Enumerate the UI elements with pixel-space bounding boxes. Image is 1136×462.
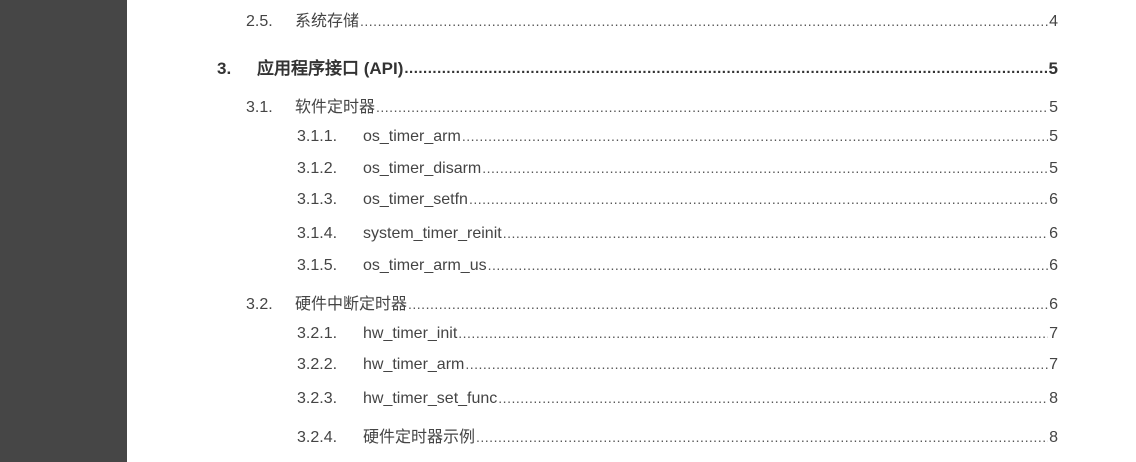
toc-entry-title: os_timer_arm_us: [363, 257, 487, 274]
dot-leader: [458, 322, 1048, 338]
toc-entry-number: 3.1.3.: [297, 191, 338, 208]
dot-leader: [360, 10, 1048, 26]
toc-entry-number: 3.2.1.: [297, 325, 338, 342]
toc-entry-title: 系统存储: [295, 13, 360, 30]
toc-entry-number: 3.: [217, 59, 232, 78]
toc-entry-3-2-4[interactable]: 3.2.4. 硬件定时器示例 8: [297, 423, 1058, 447]
toc-entry-3-1-2[interactable]: 3.1.2. os_timer_disarm 5: [297, 157, 1058, 178]
toc-entry-title: hw_timer_init: [363, 325, 458, 342]
toc-entry-page: 7: [1049, 356, 1058, 373]
dot-leader: [488, 254, 1048, 270]
toc-entry-title: os_timer_setfn: [363, 191, 468, 208]
toc-entry-page: 6: [1049, 191, 1058, 208]
toc-entry-title: system_timer_reinit: [363, 225, 502, 242]
toc-entry-number: 3.2.4.: [297, 429, 338, 446]
toc-entry-page: 5: [1049, 160, 1058, 177]
toc-entry-page: 8: [1049, 390, 1058, 407]
toc-entry-3-1-3[interactable]: 3.1.3. os_timer_setfn 6: [297, 188, 1058, 209]
toc-entry-3-1-1[interactable]: 3.1.1. os_timer_arm 5: [297, 125, 1058, 146]
toc-entry-title: 软件定时器: [295, 99, 376, 116]
toc-entry-page: 7: [1049, 325, 1058, 342]
toc-entry-number: 3.1.5.: [297, 257, 338, 274]
toc-entry-number: 3.2.3.: [297, 390, 338, 407]
dot-leader: [404, 57, 1047, 74]
toc-entry-title: hw_timer_set_func: [363, 390, 498, 407]
toc-entry-number: 2.5.: [246, 13, 273, 30]
dot-leader: [503, 222, 1048, 238]
dot-leader: [465, 353, 1048, 369]
toc-entry-3-2-3[interactable]: 3.2.3. hw_timer_set_func 8: [297, 387, 1058, 408]
toc-entry-page: 5: [1049, 128, 1058, 145]
toc-entry-3-2-2[interactable]: 3.2.2. hw_timer_arm 7: [297, 353, 1058, 374]
toc-entry-3-1-4[interactable]: 3.1.4. system_timer_reinit 6: [297, 222, 1058, 243]
toc-entry-page: 8: [1049, 429, 1058, 446]
dot-leader: [482, 157, 1048, 173]
toc-entry-number: 3.1.4.: [297, 225, 338, 242]
toc-entry-title: 硬件定时器示例: [363, 429, 476, 446]
toc-entry-number: 3.2.2.: [297, 356, 338, 373]
dot-leader: [462, 125, 1048, 141]
toc-entry-3[interactable]: 3. 应用程序接口 (API) 5: [217, 54, 1058, 79]
toc-entry-title: hw_timer_arm: [363, 356, 465, 373]
toc-entry-number: 3.1.1.: [297, 128, 338, 145]
toc-entry-page: 6: [1049, 296, 1058, 313]
toc-entry-title: 应用程序接口 (API): [257, 59, 404, 78]
toc-entry-page: 4: [1049, 13, 1058, 30]
dot-leader: [408, 293, 1048, 309]
dot-leader: [469, 188, 1048, 204]
dot-leader: [498, 387, 1048, 403]
toc-entry-page: 6: [1049, 225, 1058, 242]
toc-entry-page: 5: [1048, 59, 1058, 78]
toc-entry-page: 6: [1049, 257, 1058, 274]
toc-entry-number: 3.2.: [246, 296, 273, 313]
toc-entry-3-2-1[interactable]: 3.2.1. hw_timer_init 7: [297, 322, 1058, 343]
toc-entry-title: os_timer_arm: [363, 128, 461, 145]
toc-entry-title: os_timer_disarm: [363, 160, 482, 177]
toc-entry-title: 硬件中断定时器: [295, 296, 408, 313]
toc-entry-number: 3.1.: [246, 99, 273, 116]
dot-leader: [476, 426, 1048, 442]
toc-entry-3-1[interactable]: 3.1. 软件定时器 5: [246, 93, 1058, 117]
toc-entry-3-2[interactable]: 3.2. 硬件中断定时器 6: [246, 290, 1058, 314]
toc-entry-2-5[interactable]: 2.5. 系统存储 4: [246, 7, 1058, 31]
viewer-side-panel: [0, 0, 127, 462]
dot-leader: [376, 96, 1048, 112]
toc-entry-page: 5: [1049, 99, 1058, 116]
toc-entry-3-1-5[interactable]: 3.1.5. os_timer_arm_us 6: [297, 254, 1058, 275]
toc-entry-number: 3.1.2.: [297, 160, 338, 177]
